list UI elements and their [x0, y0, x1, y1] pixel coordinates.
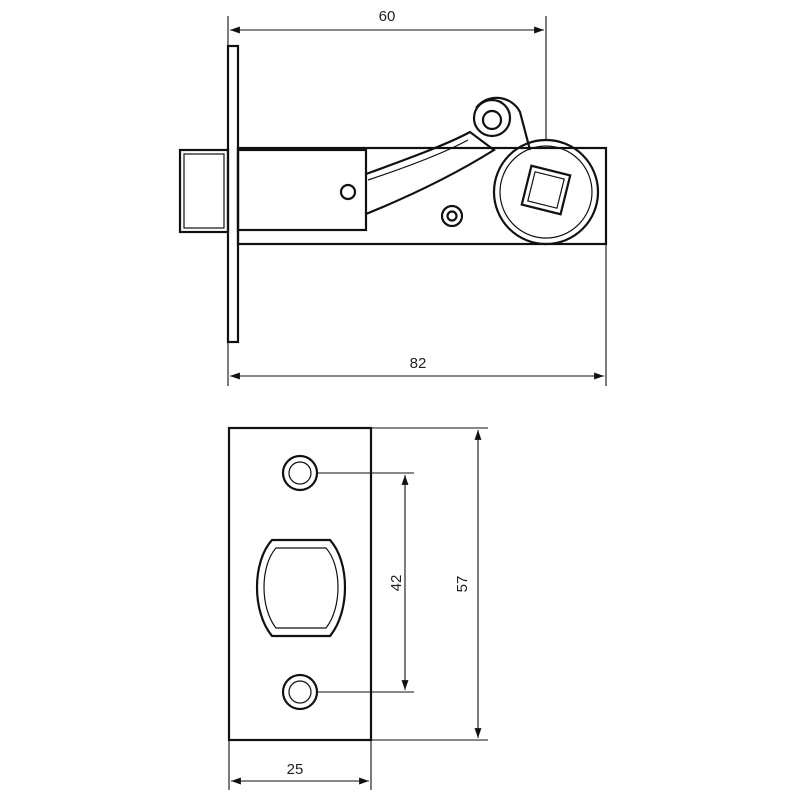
faceplate — [227, 426, 373, 742]
dimension-60-label: 60 — [379, 8, 396, 25]
top-screw-hole-inner — [288, 461, 312, 485]
body-screw — [440, 204, 464, 228]
follower-arm — [475, 96, 532, 151]
dimension-42-label: 42 — [388, 575, 405, 592]
dimension-25: 25 — [228, 740, 372, 790]
lever-pivot — [472, 98, 512, 138]
dimension-60: 60 — [227, 8, 547, 140]
dimension-82: 82 — [227, 244, 607, 386]
bolt-tail-pin — [339, 183, 357, 201]
top-screw-hole — [281, 454, 319, 492]
dimension-57: 57 — [371, 427, 488, 741]
spindle-hub-inner — [499, 145, 593, 239]
latch-bolt-inner — [183, 153, 225, 229]
dimension-42: 42 — [317, 472, 414, 693]
latch-opening-inner — [263, 547, 339, 629]
lever-pivot-hole — [481, 109, 503, 131]
spindle-square-hole — [520, 164, 572, 216]
spindle-hub — [492, 138, 600, 246]
dimension-25-label: 25 — [287, 761, 304, 778]
latch-opening — [256, 538, 346, 638]
dimension-82-label: 82 — [410, 355, 427, 372]
faceplate-front-view — [227, 426, 373, 742]
spindle-square-inner — [527, 171, 565, 209]
dimension-57-label: 57 — [454, 576, 471, 593]
bottom-screw-hole-inner — [288, 680, 312, 704]
bolt-tail — [236, 148, 368, 232]
lever-arm-inner — [367, 139, 469, 181]
faceplate-edge — [226, 44, 240, 344]
latch-bolt — [178, 148, 230, 234]
bottom-screw-hole — [281, 673, 319, 711]
body-screw-hole — [446, 210, 458, 222]
latch-side-view — [178, 44, 608, 344]
lever-arm — [365, 130, 496, 216]
